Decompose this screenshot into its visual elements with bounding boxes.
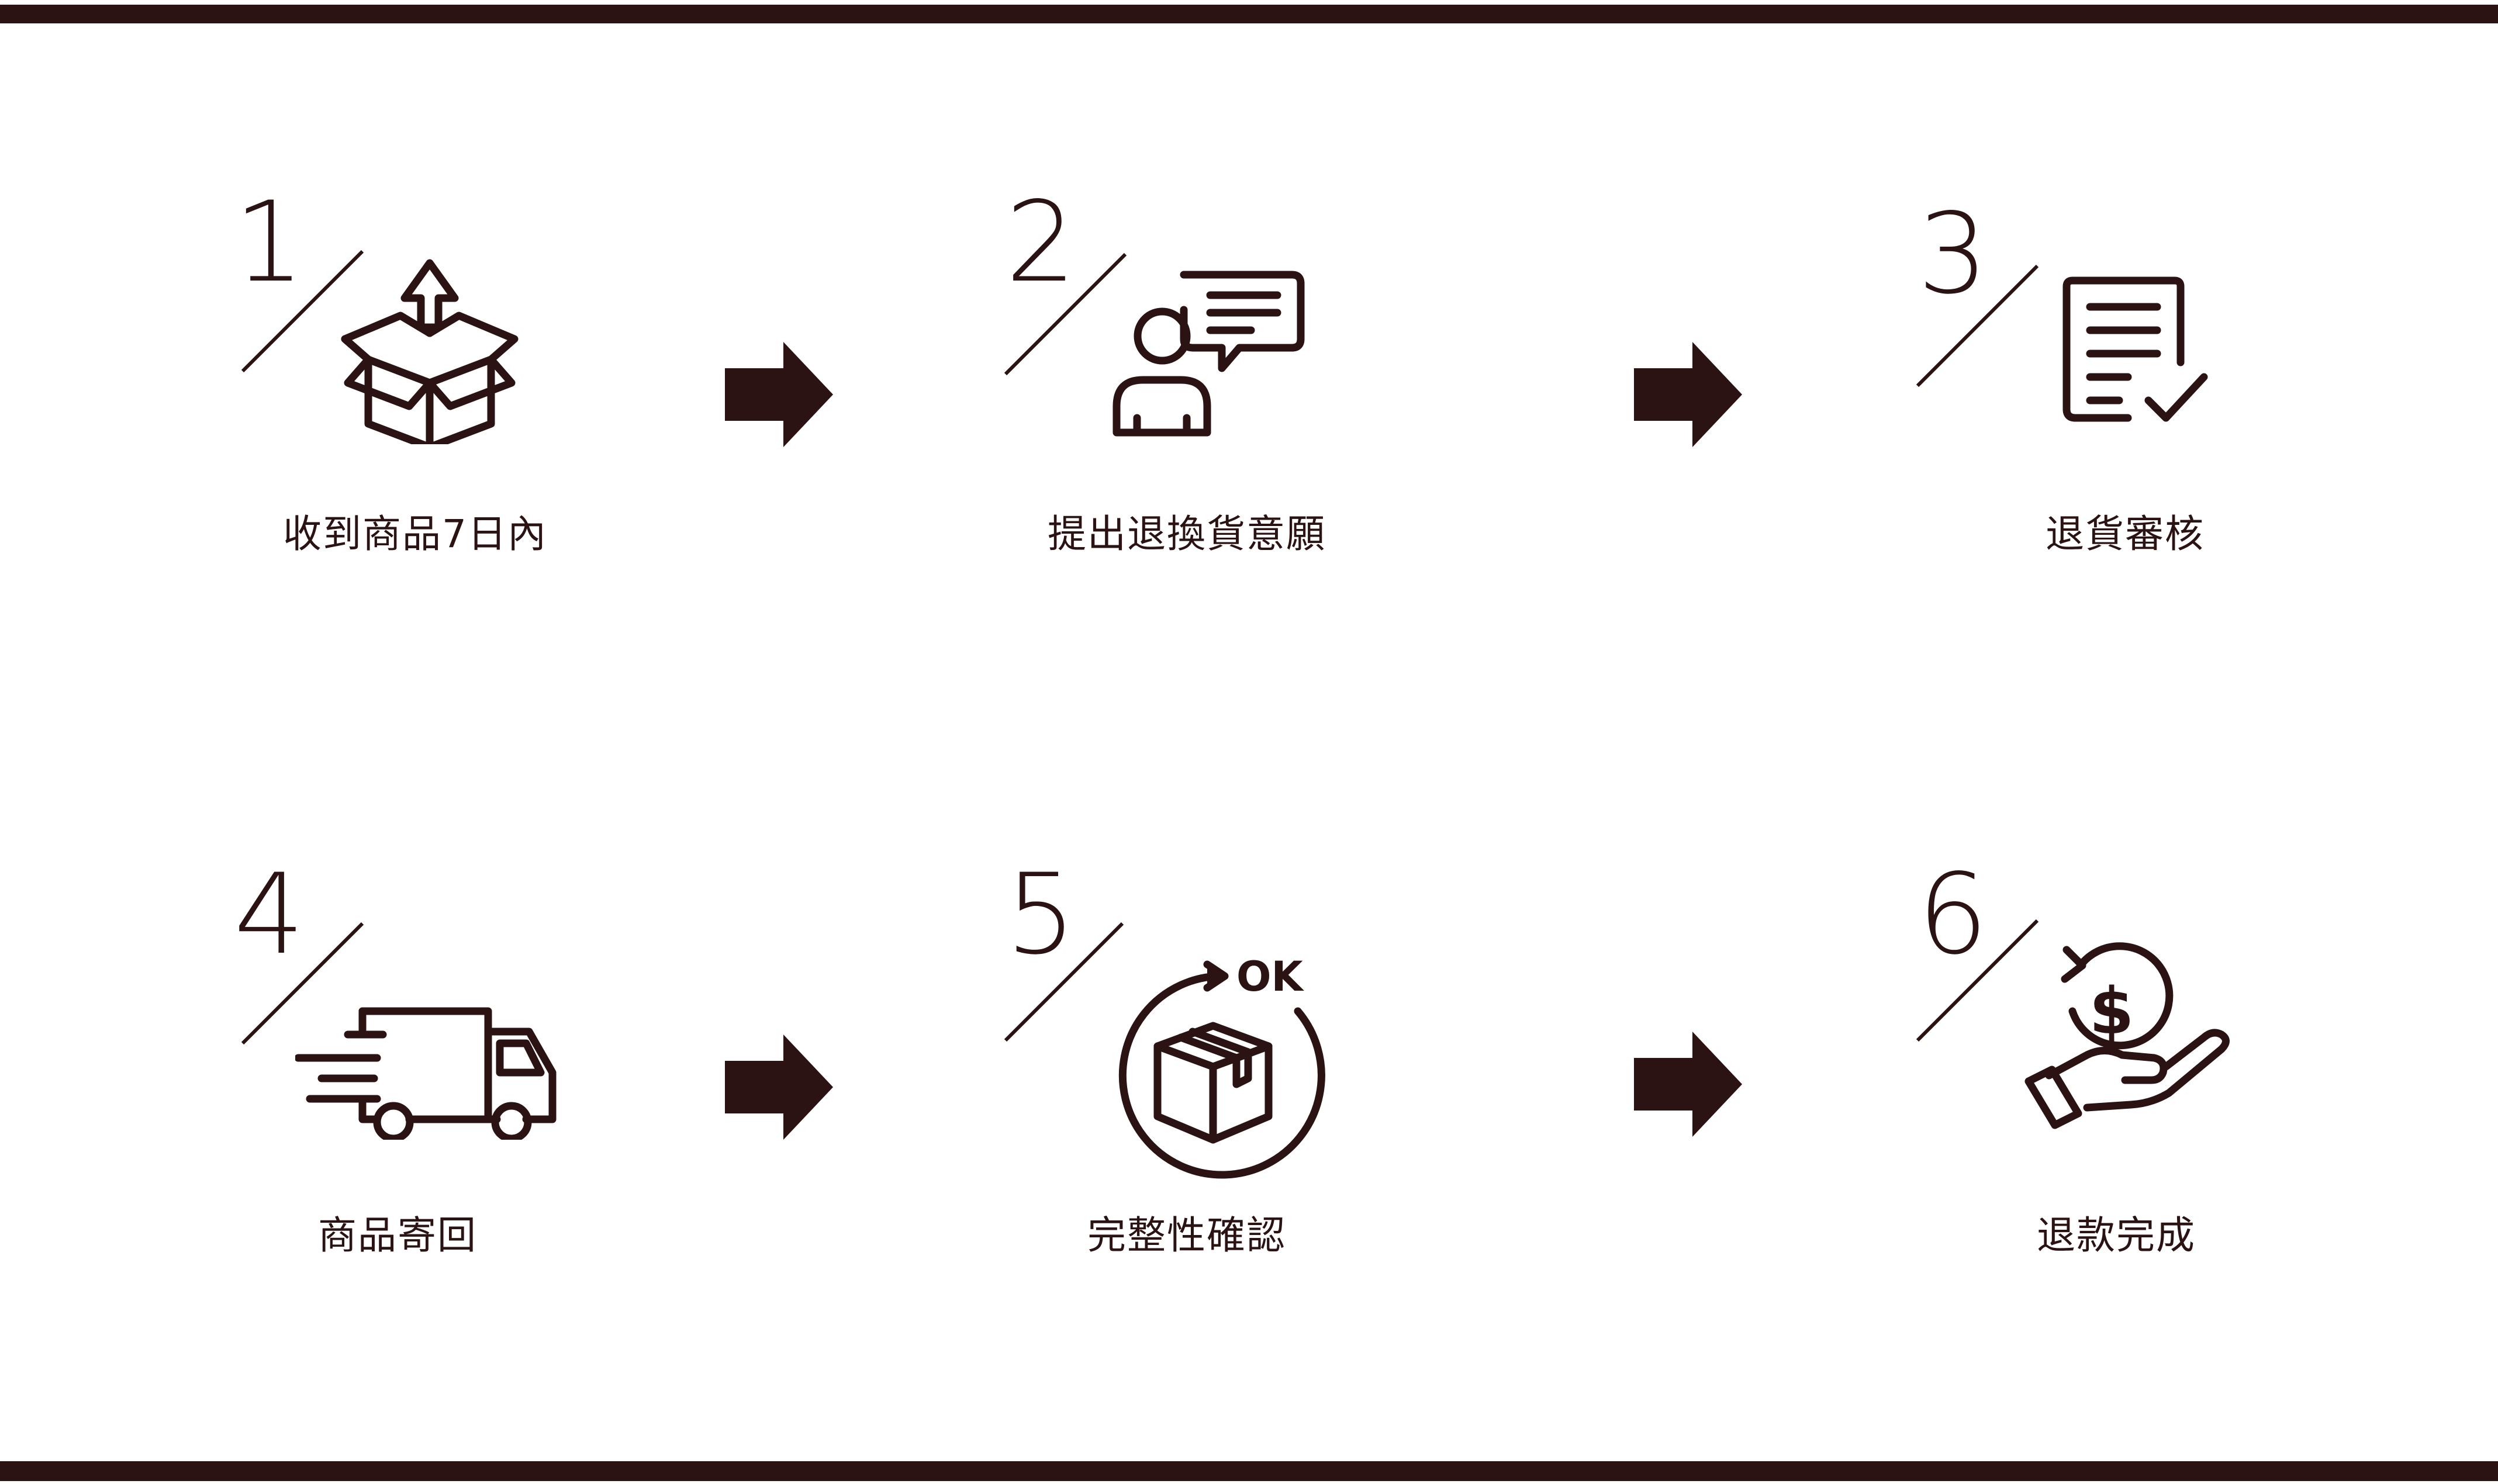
step-label: 完整性確認 <box>1087 1213 1286 1258</box>
refund-hand-icon: $ <box>2024 942 2230 1129</box>
person-chat-icon <box>1112 271 1305 437</box>
open-box-upload-icon <box>341 259 519 444</box>
step-label: 退款完成 <box>2037 1213 2196 1258</box>
dollar-symbol: $ <box>2089 974 2134 1049</box>
slash-divider <box>1004 922 1124 1042</box>
step-4: 4 商品寄回 <box>234 859 596 1280</box>
step-number: 3 <box>1917 189 1988 319</box>
step-2: 2 提出退換貨意願 <box>1004 178 1368 608</box>
box-ok-icon: OK <box>1118 953 1325 1179</box>
step-number: 6 <box>1917 850 1988 979</box>
delivery-truck-icon <box>295 1007 557 1140</box>
step-label: 提出退換貨意願 <box>1048 511 1326 556</box>
step-label: 退貨審核 <box>2046 511 2205 556</box>
step-number: 2 <box>1006 178 1076 307</box>
slash-divider <box>241 922 364 1045</box>
step-label: 收到商品7日內 <box>283 511 547 556</box>
bottom-border-bar <box>0 1461 2498 1481</box>
step-number: 4 <box>234 850 305 979</box>
step-6: 6 $ 退款完成 <box>1916 850 2280 1280</box>
slash-divider <box>1916 919 2039 1042</box>
slash-divider <box>1916 264 2039 388</box>
arrow-right-icon <box>1634 1032 1742 1137</box>
arrow-right-icon <box>725 342 833 447</box>
step-number: 1 <box>234 178 305 307</box>
step-5: 5 OK 完整性確認 <box>1004 850 1368 1280</box>
ok-badge: OK <box>1236 953 1305 1001</box>
step-number: 5 <box>1006 850 1076 979</box>
slash-divider <box>1004 252 1127 376</box>
arrow-right-icon <box>725 1035 833 1140</box>
arrow-right-icon <box>1634 342 1742 447</box>
slash-divider <box>241 250 364 373</box>
document-check-icon <box>2062 276 2208 422</box>
step-1: 1 收到商品7日內 <box>234 187 596 608</box>
step-label: 商品寄回 <box>318 1213 477 1258</box>
top-border-bar <box>0 5 2498 23</box>
step-3: 3 退貨審核 <box>1916 189 2280 620</box>
